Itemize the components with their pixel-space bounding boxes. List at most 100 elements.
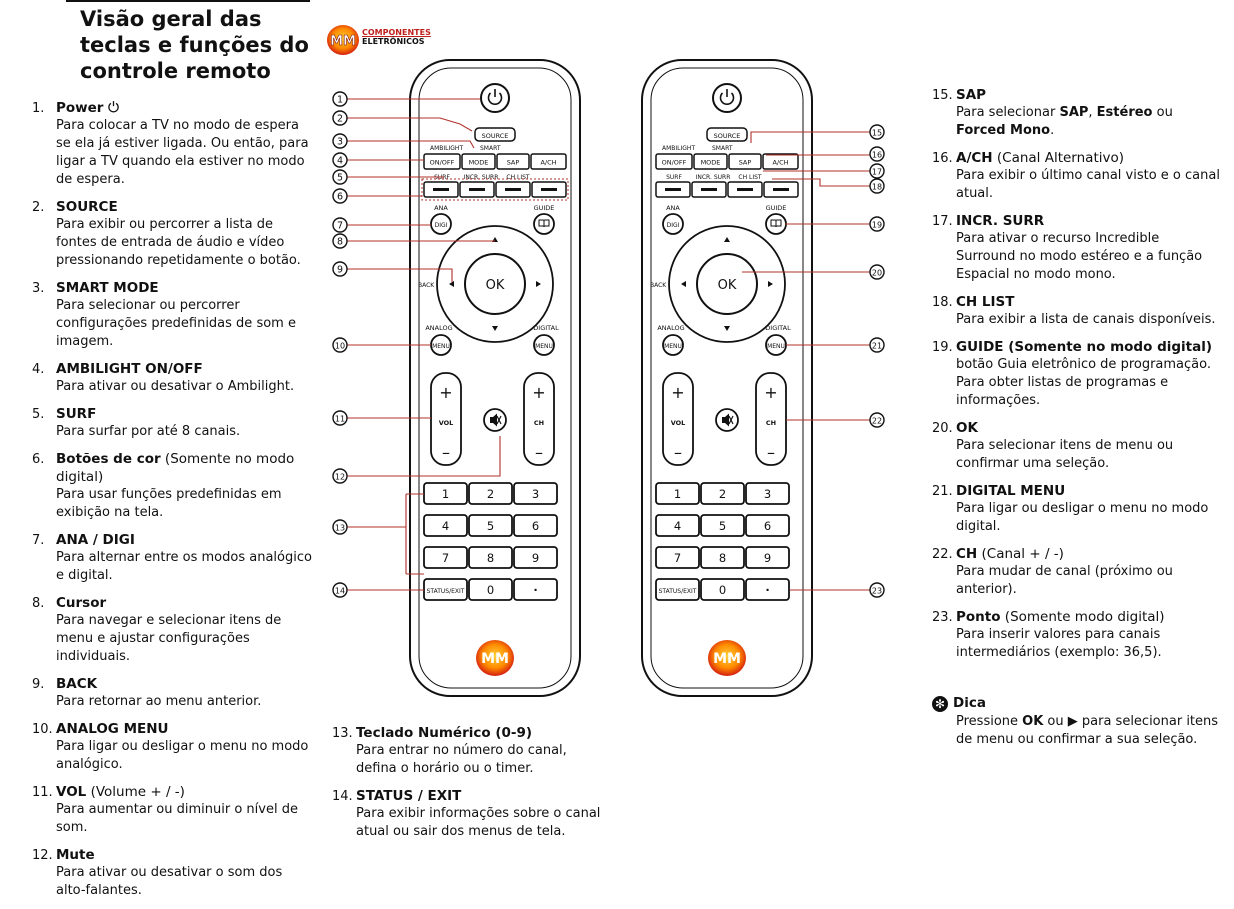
analog-menu-button[interactable]: MENU bbox=[662, 334, 684, 356]
volume-rocker-body[interactable] bbox=[662, 372, 694, 466]
number-key-rect[interactable] bbox=[468, 514, 513, 537]
digital-menu-ring[interactable] bbox=[533, 334, 555, 356]
digital-menu-button[interactable]: MENU bbox=[533, 334, 555, 356]
guide-button[interactable] bbox=[533, 213, 555, 235]
color-button[interactable] bbox=[763, 181, 799, 198]
channel-rocker-body[interactable] bbox=[523, 372, 555, 466]
number-key-rect[interactable] bbox=[513, 482, 558, 505]
digi-button-ring[interactable] bbox=[662, 213, 684, 235]
function-button[interactable]: A/CH bbox=[530, 153, 567, 170]
zero-key-rect[interactable] bbox=[468, 578, 513, 601]
function-button[interactable]: SAP bbox=[496, 153, 530, 170]
number-key[interactable]: 5 bbox=[468, 514, 513, 537]
channel-rocker[interactable]: +CH– bbox=[755, 372, 787, 466]
function-button-rect[interactable] bbox=[530, 153, 567, 170]
function-button[interactable]: MODE bbox=[461, 153, 496, 170]
status-exit-button[interactable]: STATUS/EXIT bbox=[423, 578, 468, 601]
number-key[interactable]: 6 bbox=[513, 514, 558, 537]
digi-button[interactable]: DIGI bbox=[430, 213, 452, 235]
number-key-rect[interactable] bbox=[700, 482, 745, 505]
number-key[interactable]: 6 bbox=[745, 514, 790, 537]
channel-rocker-body[interactable] bbox=[755, 372, 787, 466]
power-button-ring[interactable] bbox=[712, 83, 742, 113]
function-button-rect[interactable] bbox=[655, 153, 693, 170]
dot-key[interactable]: · bbox=[513, 578, 558, 601]
status-exit-button[interactable]: STATUS/EXIT bbox=[655, 578, 700, 601]
mute-button[interactable] bbox=[715, 408, 739, 432]
dot-key[interactable]: · bbox=[745, 578, 790, 601]
color-button[interactable] bbox=[531, 181, 567, 198]
number-key[interactable]: 1 bbox=[655, 482, 700, 505]
digi-button[interactable]: DIGI bbox=[662, 213, 684, 235]
color-button[interactable] bbox=[423, 181, 459, 198]
number-key-rect[interactable] bbox=[655, 546, 700, 569]
mute-button[interactable] bbox=[483, 408, 507, 432]
number-key[interactable]: 2 bbox=[700, 482, 745, 505]
color-button[interactable] bbox=[459, 181, 495, 198]
function-button-rect[interactable] bbox=[423, 153, 461, 170]
number-key[interactable]: 2 bbox=[468, 482, 513, 505]
number-key[interactable]: 3 bbox=[513, 482, 558, 505]
source-button-rect[interactable] bbox=[706, 127, 748, 142]
number-key-rect[interactable] bbox=[468, 482, 513, 505]
source-button[interactable]: SOURCE bbox=[474, 127, 516, 142]
number-key-rect[interactable] bbox=[700, 514, 745, 537]
number-key[interactable]: 4 bbox=[655, 514, 700, 537]
function-button-rect[interactable] bbox=[693, 153, 728, 170]
power-button[interactable] bbox=[480, 83, 510, 113]
color-button[interactable] bbox=[495, 181, 531, 198]
function-button[interactable]: MODE bbox=[693, 153, 728, 170]
zero-key[interactable]: 0 bbox=[700, 578, 745, 601]
function-button[interactable]: ON/OFF bbox=[423, 153, 461, 170]
function-button[interactable]: A/CH bbox=[762, 153, 799, 170]
channel-rocker[interactable]: +CH– bbox=[523, 372, 555, 466]
volume-rocker-body[interactable] bbox=[430, 372, 462, 466]
power-button[interactable] bbox=[712, 83, 742, 113]
source-button-rect[interactable] bbox=[474, 127, 516, 142]
number-key-rect[interactable] bbox=[513, 546, 558, 569]
number-key[interactable]: 7 bbox=[423, 546, 468, 569]
color-button[interactable] bbox=[655, 181, 691, 198]
number-key-rect[interactable] bbox=[655, 514, 700, 537]
ok-button[interactable]: OK bbox=[696, 253, 758, 315]
function-button[interactable]: ON/OFF bbox=[655, 153, 693, 170]
ok-button-ring[interactable] bbox=[696, 253, 758, 315]
ok-button[interactable]: OK bbox=[464, 253, 526, 315]
function-button-rect[interactable] bbox=[728, 153, 762, 170]
number-key-rect[interactable] bbox=[700, 546, 745, 569]
function-button-rect[interactable] bbox=[762, 153, 799, 170]
power-button-ring[interactable] bbox=[480, 83, 510, 113]
number-key[interactable]: 8 bbox=[468, 546, 513, 569]
dot-key-rect[interactable] bbox=[745, 578, 790, 601]
number-key[interactable]: 9 bbox=[745, 546, 790, 569]
number-key-rect[interactable] bbox=[745, 482, 790, 505]
digital-menu-button[interactable]: MENU bbox=[765, 334, 787, 356]
analog-menu-button[interactable]: MENU bbox=[430, 334, 452, 356]
digi-button-ring[interactable] bbox=[430, 213, 452, 235]
function-button-rect[interactable] bbox=[496, 153, 530, 170]
number-key[interactable]: 9 bbox=[513, 546, 558, 569]
number-key-rect[interactable] bbox=[745, 514, 790, 537]
ok-button-ring[interactable] bbox=[464, 253, 526, 315]
dot-key-rect[interactable] bbox=[513, 578, 558, 601]
number-key-rect[interactable] bbox=[423, 546, 468, 569]
number-key-rect[interactable] bbox=[423, 514, 468, 537]
zero-key-rect[interactable] bbox=[700, 578, 745, 601]
source-button[interactable]: SOURCE bbox=[706, 127, 748, 142]
number-key[interactable]: 5 bbox=[700, 514, 745, 537]
function-button-rect[interactable] bbox=[461, 153, 496, 170]
zero-key[interactable]: 0 bbox=[468, 578, 513, 601]
color-button[interactable] bbox=[727, 181, 763, 198]
number-key-rect[interactable] bbox=[655, 482, 700, 505]
number-key[interactable]: 3 bbox=[745, 482, 790, 505]
number-key[interactable]: 8 bbox=[700, 546, 745, 569]
color-button[interactable] bbox=[691, 181, 727, 198]
function-button[interactable]: SAP bbox=[728, 153, 762, 170]
number-key[interactable]: 1 bbox=[423, 482, 468, 505]
status-exit-rect[interactable] bbox=[655, 578, 700, 601]
number-key-rect[interactable] bbox=[745, 546, 790, 569]
volume-rocker[interactable]: +VOL– bbox=[430, 372, 462, 466]
number-key-rect[interactable] bbox=[468, 546, 513, 569]
analog-menu-ring[interactable] bbox=[662, 334, 684, 356]
number-key[interactable]: 4 bbox=[423, 514, 468, 537]
